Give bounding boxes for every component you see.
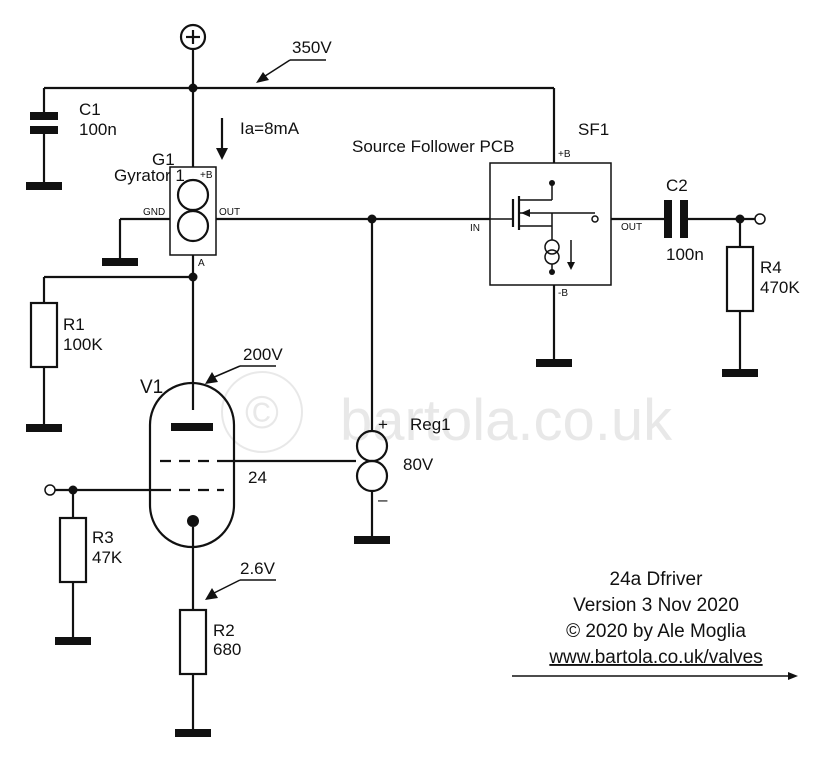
reg1-value: 80V xyxy=(403,455,434,474)
g1-name: Gyrator 1 xyxy=(114,166,185,185)
g1-pin-out: OUT xyxy=(219,207,240,218)
c1-ref: C1 xyxy=(79,100,101,119)
sf1-name: Source Follower PCB xyxy=(352,137,515,156)
svg-text:©: © xyxy=(245,386,279,438)
resistor-r4 xyxy=(722,219,758,377)
regulator-reg1 xyxy=(354,219,390,544)
gyrator-g1 xyxy=(102,166,490,410)
r2-value: 680 xyxy=(213,640,241,659)
capacitor-c2 xyxy=(611,200,766,238)
supply-terminal xyxy=(179,23,207,51)
label-2v6-arrow xyxy=(205,579,276,600)
g1-ref: G1 xyxy=(152,150,175,169)
svg-text:bartola.co.uk: bartola.co.uk xyxy=(340,388,673,453)
capacitor-c1 xyxy=(26,88,62,190)
g1-pin-b: +B xyxy=(200,170,213,181)
watermark: © bartola.co.uk xyxy=(221,371,673,453)
label-350v-arrow xyxy=(256,59,326,83)
r3-value: 47K xyxy=(92,548,123,567)
supply-rail xyxy=(44,49,556,167)
g1-pin-gnd: GND xyxy=(143,207,165,218)
footer-title: 24a Dfriver xyxy=(610,569,704,590)
c1-value: 100n xyxy=(79,120,117,139)
v1-type: 24 xyxy=(248,468,267,487)
footer-block: 24a Dfriver Version 3 Nov 2020 © 2020 by… xyxy=(512,569,798,680)
r4-value: 470K xyxy=(760,278,800,297)
reg1-minus: – xyxy=(378,490,388,509)
current-arrow xyxy=(216,118,228,160)
resistor-r1 xyxy=(26,275,193,432)
c2-value: 100n xyxy=(666,245,704,264)
resistor-r3 xyxy=(55,490,91,645)
r1-value: 100K xyxy=(63,335,103,354)
c2-ref: C2 xyxy=(666,176,688,195)
reg1-plus: + xyxy=(378,415,388,434)
r2-ref: R2 xyxy=(213,621,235,640)
sf1-ref: SF1 xyxy=(578,120,609,139)
reg1-ref: Reg1 xyxy=(410,415,451,434)
r3-ref: R3 xyxy=(92,528,114,547)
r1-ref: R1 xyxy=(63,315,85,334)
g1-pin-a: A xyxy=(198,258,205,269)
resistor-r2 xyxy=(175,608,211,737)
valve-v1 xyxy=(44,381,356,610)
v1-ref: V1 xyxy=(140,377,163,398)
sf1-pin-out: OUT xyxy=(621,222,642,233)
sf1-pin-b-minus: -B xyxy=(558,288,568,299)
footer-copyright: © 2020 by Ale Moglia xyxy=(566,621,746,642)
supply-voltage: 350V xyxy=(292,38,332,57)
footer-url[interactable]: www.bartola.co.uk/valves xyxy=(548,647,762,668)
anode-voltage: 200V xyxy=(243,345,283,364)
source-follower-sf1 xyxy=(489,162,612,367)
label-200v-arrow xyxy=(205,365,276,384)
r4-ref: R4 xyxy=(760,258,782,277)
g1-current: Ia=8mA xyxy=(240,119,300,138)
sf1-pin-b-plus: +B xyxy=(558,149,571,160)
cathode-voltage: 2.6V xyxy=(240,559,276,578)
footer-version: Version 3 Nov 2020 xyxy=(573,595,739,616)
sf1-pin-in: IN xyxy=(470,223,480,234)
